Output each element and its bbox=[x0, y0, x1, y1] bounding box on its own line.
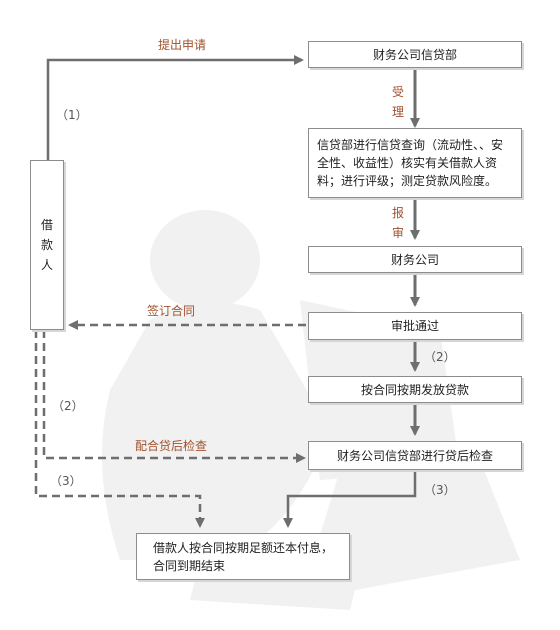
label-step-3-right: （3） bbox=[424, 483, 456, 497]
borrower-label: 借 款 人 bbox=[41, 215, 53, 275]
label-report: 报 审 bbox=[392, 203, 404, 243]
box-approval-text: 审批通过 bbox=[390, 319, 439, 333]
box-post-loan-check-text: 财务公司信贷部进行贷后检查 bbox=[336, 448, 493, 463]
arrow-borrower-repay bbox=[34, 330, 205, 528]
box-finance-company: 财务公司 bbox=[308, 246, 522, 273]
label-accept-char-1: 受 bbox=[392, 85, 405, 99]
borrower-char-2: 款 bbox=[40, 238, 53, 252]
label-step-2-left: （2） bbox=[52, 399, 84, 413]
box-post-loan-check: 财务公司信贷部进行贷后检查 bbox=[308, 441, 522, 470]
label-cooperate-check: 配合贷后检查 bbox=[135, 439, 208, 453]
box-repay: 借款人按合同按期足额还本付息，合同到期结束 bbox=[136, 533, 350, 580]
arrow-submit-application bbox=[46, 55, 304, 160]
label-step-2-right: （2） bbox=[424, 350, 456, 364]
label-accept-char-2: 理 bbox=[392, 105, 405, 119]
box-borrower: 借 款 人 bbox=[30, 160, 64, 330]
borrower-char-1: 借 bbox=[40, 218, 53, 232]
label-report-char-1: 报 bbox=[392, 206, 405, 220]
arrow-cooperate-check bbox=[42, 330, 306, 463]
label-accept: 受 理 bbox=[392, 82, 404, 122]
box-finance-credit-dept: 财务公司信贷部 bbox=[308, 41, 522, 68]
label-sign-contract: 签订合同 bbox=[147, 304, 196, 318]
arrow-check-to-repay bbox=[283, 470, 417, 528]
label-report-char-2: 审 bbox=[392, 226, 405, 240]
box-credit-review-text: 信贷部进行信贷查询（流动性、、安全性、收益性）核实有关借款人资料；进行评级；测定… bbox=[317, 138, 504, 188]
borrower-char-3: 人 bbox=[40, 258, 53, 272]
box-credit-review: 信贷部进行信贷查询（流动性、、安全性、收益性）核实有关借款人资料；进行评级；测定… bbox=[308, 128, 522, 198]
box-repay-text: 借款人按合同按期足额还本付息，合同到期结束 bbox=[153, 540, 334, 573]
box-disburse: 按合同按期发放贷款 bbox=[308, 376, 522, 403]
box-disburse-text: 按合同按期发放贷款 bbox=[360, 382, 469, 397]
label-submit-application: 提出申请 bbox=[158, 38, 207, 52]
box-approval: 审批通过 bbox=[308, 312, 522, 340]
label-step-3-left: （3） bbox=[50, 474, 82, 488]
box-finance-company-text: 财务公司 bbox=[390, 252, 439, 267]
box-finance-credit-dept-text: 财务公司信贷部 bbox=[372, 47, 457, 62]
label-step-1: （1） bbox=[56, 108, 88, 122]
